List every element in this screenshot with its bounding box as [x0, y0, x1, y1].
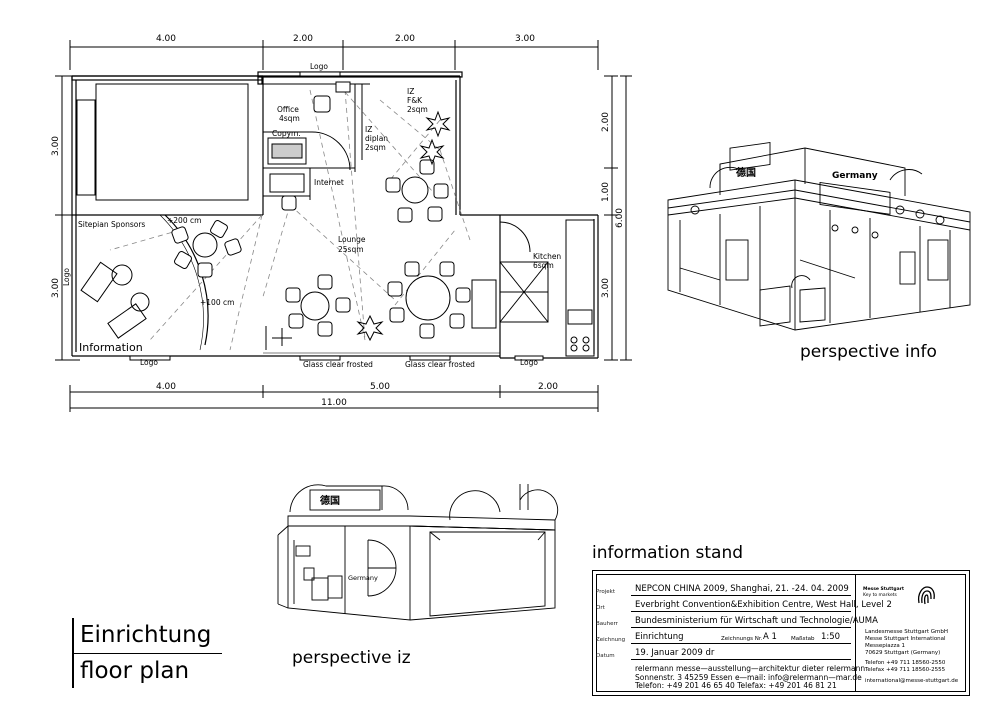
plus100-label: +100 cm: [200, 298, 234, 307]
iz-fk-label: IZ: [407, 87, 414, 96]
dim-right-1: 2.00: [601, 112, 611, 132]
internet-label: Internet: [314, 178, 344, 187]
dim-top-4: 3.00: [515, 34, 535, 44]
dim-top-1: 4.00: [156, 34, 176, 44]
dim-left-2: 3.00: [51, 278, 61, 298]
fingerprint-icon: [917, 586, 935, 605]
caption-perspective-iz: perspective iz: [292, 648, 411, 668]
sitepian-label: Sitepian Sponsors: [78, 220, 145, 229]
dim-right-2: 1.00: [601, 182, 611, 202]
tb-row-datum: Datum 19. Januar 2009 dr: [593, 645, 855, 662]
scale-value: 1:50: [821, 632, 841, 642]
iz-diplan-area: 2sqm: [365, 143, 386, 152]
architect-address: relermann messe—ausstellung—architektur …: [635, 664, 866, 690]
kitchen-area: 6sqm: [533, 261, 554, 270]
germany-sign-iz: Germany: [348, 574, 378, 582]
caption-perspective-info: perspective info: [800, 342, 937, 362]
china-sign-iz: 德国: [319, 494, 340, 507]
information-label: Information: [79, 341, 143, 354]
germany-sign-info: Germany: [832, 171, 878, 181]
dim-top-2: 2.00: [293, 34, 313, 44]
office-label: Office: [277, 105, 299, 114]
title-en: floor plan: [80, 658, 190, 684]
title-de: Einrichtung: [80, 622, 212, 648]
iz-fk-sub: F&K: [407, 96, 423, 105]
tb-row-ort: Ort Everbright Convention&Exhibition Cen…: [596, 600, 892, 612]
glass-label-2: Glass clear frosted: [405, 360, 475, 369]
china-sign-info: 德国: [735, 166, 756, 179]
iz-diplan-label: IZ: [365, 125, 372, 134]
company-address: Landesmesse Stuttgart GmbH Messe Stuttga…: [865, 629, 959, 684]
tb-row-zeichnung: Zeichnung Einrichtung Zeichnungs Nr. A 1…: [593, 629, 855, 646]
dim-left-1: 3.00: [51, 136, 61, 156]
glass-label-1: Glass clear frosted: [303, 360, 373, 369]
tb-row-projekt: Projekt NEPCON CHINA 2009, Shanghai, 21.…: [593, 581, 855, 598]
lounge-area: 25sqm: [338, 245, 364, 254]
dim-bottom-3: 2.00: [538, 382, 558, 392]
dim-top-3: 2.00: [395, 34, 415, 44]
drawing-title-block: Projekt NEPCON CHINA 2009, Shanghai, 21.…: [592, 570, 970, 696]
dim-total: 11.00: [321, 398, 347, 408]
drawing-number: A 1: [763, 632, 777, 642]
dim-right-total: 6.00: [615, 208, 625, 228]
lounge-label: Lounge: [338, 235, 366, 244]
plus200-label: +200 cm: [167, 216, 201, 225]
dim-bottom-2: 5.00: [370, 382, 390, 392]
tb-row-bauherr: Bauherr Bundesministerium für Wirtschaft…: [596, 616, 878, 628]
iz-diplan-sub: diplan: [365, 134, 388, 143]
kitchen-label: Kitchen: [533, 252, 561, 261]
caption-information-stand: information stand: [592, 543, 744, 563]
company-logo: Messe Stuttgart Key to markets: [863, 587, 905, 598]
perspective-iz-drawing: 德国 Germany: [277, 484, 559, 621]
logo-bottom-label: Logo: [140, 358, 158, 367]
dim-right-3: 3.00: [601, 278, 611, 298]
title-block-left: Einrichtung floor plan: [72, 618, 222, 688]
office-area: 4sqm: [279, 114, 300, 123]
logo-bottom-right-label: Logo: [520, 358, 538, 367]
perspective-info-drawing: Germany 德国: [667, 142, 971, 331]
logo-top-label: Logo: [310, 62, 328, 71]
logo-left-label: Logo: [62, 268, 71, 286]
dim-bottom-1: 4.00: [156, 382, 176, 392]
iz-fk-area: 2sqm: [407, 105, 428, 114]
copym-label: Copym.: [272, 129, 301, 138]
